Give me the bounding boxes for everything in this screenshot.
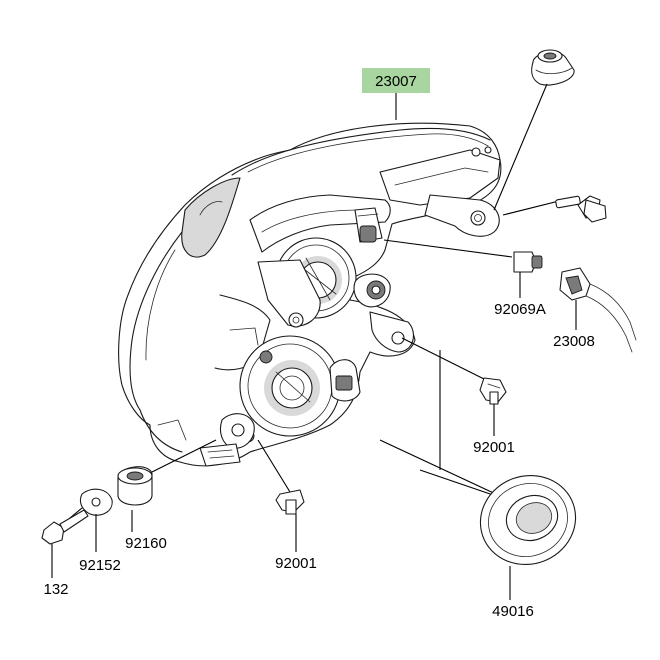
part-label-132[interactable]: 132 bbox=[43, 581, 68, 598]
part-label-49016[interactable]: 49016 bbox=[492, 603, 534, 620]
grommet-92160 bbox=[117, 439, 217, 506]
screw-92001-right bbox=[401, 337, 507, 405]
washer-92152 bbox=[79, 488, 113, 516]
part-label-92069a[interactable]: 92069A bbox=[494, 301, 546, 318]
part-label-23007[interactable]: 23007 bbox=[375, 73, 417, 90]
part-label-92160[interactable]: 92160 bbox=[125, 535, 167, 552]
headlight-assembly bbox=[118, 122, 502, 467]
part-label-92152[interactable]: 92152 bbox=[79, 557, 121, 574]
screw-92001-bottom bbox=[257, 439, 305, 515]
bolt-132 bbox=[41, 507, 89, 545]
screw-upper-right bbox=[502, 195, 607, 223]
cover-49016 bbox=[379, 350, 577, 566]
rubber-grommet bbox=[493, 49, 575, 211]
part-label-23008[interactable]: 23008 bbox=[553, 333, 595, 350]
part-label-92001-bottom[interactable]: 92001 bbox=[275, 555, 317, 572]
bulb-92069a bbox=[383, 239, 543, 273]
part-label-92001-right[interactable]: 92001 bbox=[473, 439, 515, 456]
highlight-box-23007 bbox=[362, 68, 430, 93]
socket-23008 bbox=[559, 267, 637, 353]
